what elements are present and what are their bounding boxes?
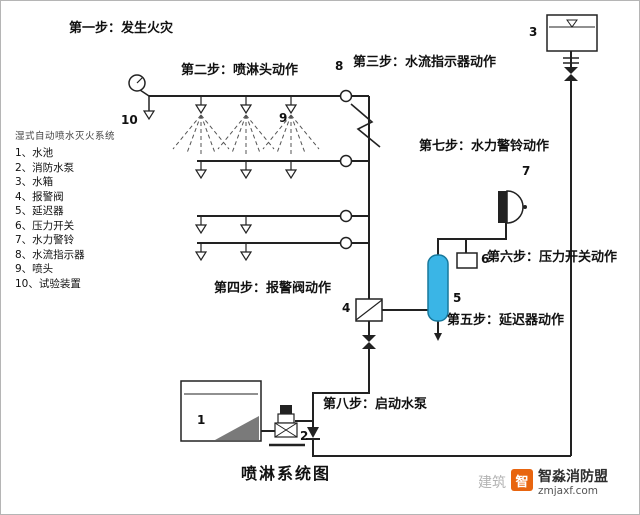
pipework	[139, 51, 572, 457]
legend-item-6: 6、压力开关	[15, 219, 75, 232]
component-number-7: 7	[522, 164, 531, 178]
component-number-4: 4	[342, 301, 351, 315]
legend-item-1: 1、水池	[15, 147, 54, 159]
step-7-label: 第七步：水力警铃动作	[419, 139, 550, 154]
step-3-label: 第三步：水流指示器动作	[353, 55, 497, 70]
legend-item-10: 10、试验装置	[15, 277, 81, 290]
legend-item-2: 2、消防水泵	[15, 161, 75, 174]
fire-pump	[269, 405, 305, 447]
lightning-break-icon	[350, 103, 381, 148]
pressure-switch	[456, 252, 478, 269]
step-4-label: 第四步：报警阀动作	[214, 281, 332, 296]
step-2-label: 第二步：喷淋头动作	[181, 63, 299, 78]
step-8-label: 第八步：启动水泵	[323, 397, 428, 412]
brand-logo-icon: 智	[511, 469, 533, 491]
water-pool	[180, 380, 262, 442]
water-tank	[546, 14, 598, 64]
legend-item-8: 8、水流指示器	[15, 248, 85, 261]
component-number-8: 8	[335, 59, 344, 73]
delay-device	[427, 254, 449, 341]
legend-item-4: 4、报警阀	[15, 190, 64, 203]
component-number-2: 2	[300, 429, 309, 443]
alarm-valve	[355, 298, 383, 322]
component-number-9: 9	[279, 111, 288, 125]
watermark-prefix-text: 建筑	[478, 475, 506, 491]
flow-indicators	[339, 89, 353, 250]
legend-item-9: 9、喷头	[15, 263, 54, 275]
tank-riser-valve	[564, 67, 578, 81]
legend-heading: 湿式自动喷水灭火系统	[15, 131, 116, 142]
watermark-site-url: zmjaxf.com	[538, 485, 599, 498]
component-number-3: 3	[529, 25, 538, 39]
test-device-gauge	[128, 74, 156, 121]
diagram-title: 喷淋系统图	[240, 464, 331, 483]
check-valve	[306, 427, 320, 440]
watermark-brand-name: 智淼消防盟	[538, 469, 608, 485]
component-number-1: 1	[197, 413, 206, 427]
component-number-6: 6	[481, 252, 490, 266]
spray-pattern	[172, 114, 320, 155]
legend-item-3: 3、水箱	[15, 176, 54, 188]
step-5-label: 第五步：延迟器动作	[447, 313, 565, 328]
step-6-label: 第六步：压力开关动作	[487, 250, 618, 265]
legend-item-5: 5、延迟器	[15, 205, 64, 217]
step-1-label: 第一步：发生火灾	[69, 21, 174, 36]
alarm-bell	[498, 190, 527, 224]
legend: 湿式自动喷水灭火系统 1、水池 2、消防水泵 3、水箱 4、报警阀 5、延迟器 …	[15, 128, 115, 291]
watermark: 建筑 智 智淼消防盟 zmjaxf.com	[478, 469, 608, 497]
legend-item-7: 7、水力警铃	[15, 234, 75, 246]
component-number-5: 5	[453, 291, 462, 305]
sprinkler-heads	[194, 96, 298, 262]
gate-valve	[362, 335, 376, 349]
component-number-10: 10	[121, 113, 138, 127]
